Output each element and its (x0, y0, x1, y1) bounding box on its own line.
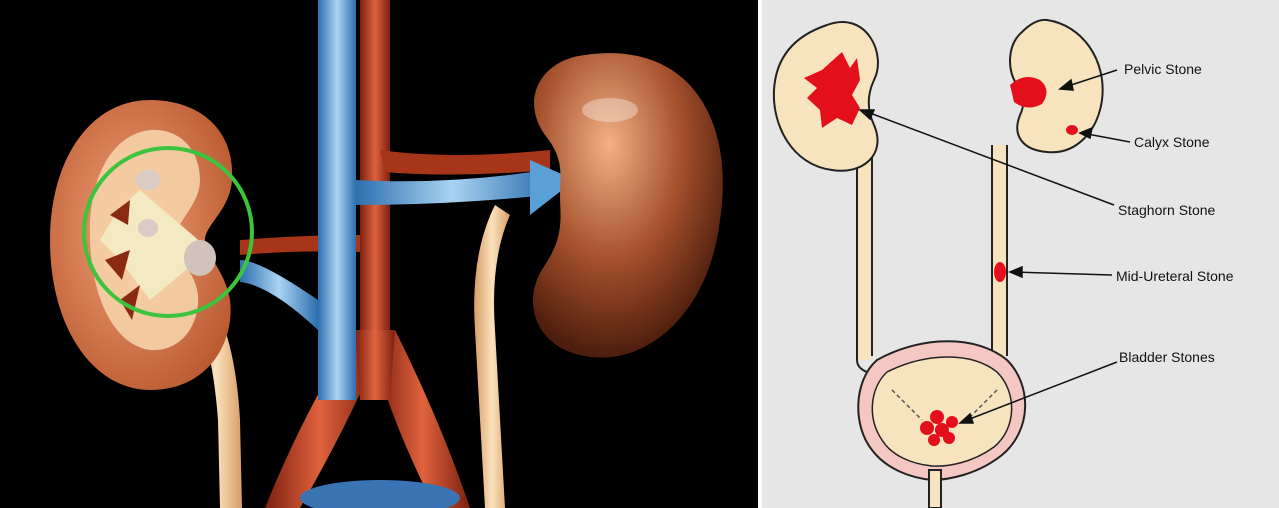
left-ureter-schematic (858, 150, 871, 360)
calyx-stone (1066, 125, 1078, 135)
label-mid-ureteral-stone: Mid-Ureteral Stone (1116, 268, 1234, 284)
kidney-stone (136, 170, 160, 190)
label-calyx-stone: Calyx Stone (1134, 134, 1210, 150)
label-bladder-stones: Bladder Stones (1119, 349, 1215, 365)
right-ureter-schematic (993, 145, 1006, 360)
kidney-stone (138, 219, 158, 237)
mid-ureteral-stone (994, 262, 1006, 282)
kidney-stone-locations-diagram: Pelvic Stone Calyx Stone Staghorn Stone … (762, 0, 1279, 508)
label-staghorn-stone: Staghorn Stone (1118, 202, 1216, 218)
label-pelvic-stone: Pelvic Stone (1124, 61, 1202, 77)
kidney-anatomy-illustration (0, 0, 758, 508)
pelvic-stone (1010, 77, 1047, 108)
kidney-stone (184, 240, 216, 276)
